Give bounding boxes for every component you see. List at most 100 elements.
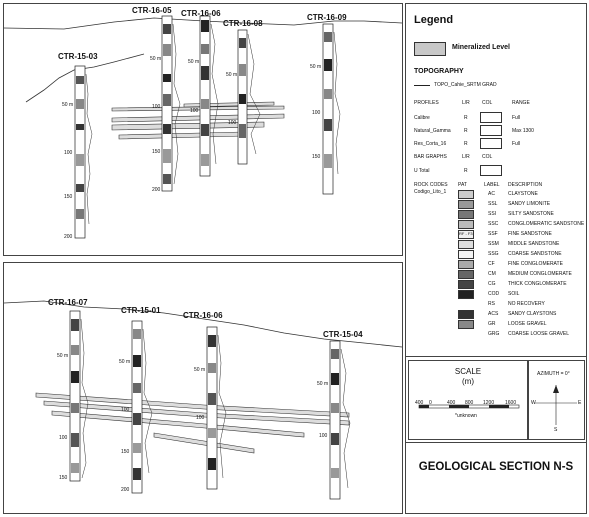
mineralized-swatch	[414, 42, 446, 56]
hole-label: CTR-16-08	[223, 19, 263, 28]
rock-code: SSL	[488, 201, 498, 207]
hole-label: CTR-16-09	[307, 13, 347, 22]
rock-code: SSC	[488, 221, 499, 227]
rock-pattern-swatch	[458, 190, 474, 199]
compass-icon	[535, 385, 577, 425]
rock-code: SSI	[488, 211, 497, 217]
rock-pattern-label: RF - F3	[459, 231, 473, 236]
azimuth-s: S	[554, 427, 558, 433]
bottom-cross-section: CTR-16-07 CTR-15-01 CTR-16-06 CTR-15-04 …	[3, 262, 403, 514]
profile-row-lr: R	[464, 128, 468, 134]
hole-label: CTR-15-03	[58, 52, 98, 61]
hole-ctr-16-06-b	[206, 326, 218, 490]
rock-pattern-swatch	[458, 270, 474, 279]
depth-label: 150	[121, 449, 130, 455]
rock-code: GRG	[488, 331, 500, 337]
depth-label: 100	[196, 415, 205, 421]
hole-ctr-15-04	[329, 340, 341, 500]
bar-graphs-heading: BAR GRAPHS	[414, 154, 447, 160]
rock-pattern-swatch	[458, 220, 474, 229]
bar-graph-row-lr: R	[464, 168, 468, 174]
rock-description: COARSE SANDSTONE	[508, 251, 562, 257]
legend-panel: Legend Mineralized Level TOPOGRAPHY TOPO…	[405, 3, 587, 514]
rock-code: CF	[488, 261, 495, 267]
rock-description: FINE CONGLOMERATE	[508, 261, 563, 267]
hole-ctr-16-05	[161, 15, 173, 192]
hole-ctr-16-06	[199, 15, 211, 177]
profile-row-name: Calibre	[414, 115, 430, 121]
scale-tick: 1200	[483, 400, 495, 406]
profiles-heading: PROFILES	[414, 100, 439, 106]
depth-label: 100	[59, 435, 68, 441]
depth-label: 200	[152, 187, 161, 193]
rock-description: THICK CONGLOMERATE	[508, 281, 567, 287]
rock-code: GR	[488, 321, 496, 327]
rock-description: SANDY LIMONITE	[508, 201, 551, 207]
scale-note: *unknown	[455, 413, 477, 419]
depth-label: 100	[64, 150, 73, 156]
rock-description: SANDY CLAYSTONS	[508, 311, 557, 317]
profiles-range-header: RANGE	[512, 100, 530, 106]
rock-pattern-swatch	[458, 280, 474, 289]
rock-codes-heading: ROCK CODES	[414, 182, 448, 188]
rock-description: SILTY SANDSTONE	[508, 211, 554, 217]
depth-label: 200	[64, 234, 73, 240]
bar-graphs-lr-header: L/R	[462, 154, 470, 160]
profile-color-box	[480, 112, 502, 123]
rock-description: NO RECOVERY	[508, 301, 545, 307]
depth-label: 50 m	[150, 56, 162, 62]
hole-ctr-16-08	[237, 29, 248, 165]
rock-pattern-swatch	[458, 330, 474, 339]
legend-title: Legend	[414, 14, 454, 26]
depth-label: 50 m	[310, 64, 322, 70]
rock-codes-label-header: LABEL	[484, 182, 500, 188]
scale-box: SCALE (m) 400 0 400 800 1200 1600 *unkno…	[408, 360, 528, 440]
scale-tick: 400	[415, 400, 424, 406]
profile-row-name: Natural_Gamma	[414, 128, 451, 134]
depth-label: 150	[312, 154, 321, 160]
rock-description: LOOSE GRAVEL	[508, 321, 547, 327]
rock-description: CLAYSTONE	[508, 191, 538, 197]
azimuth-w: W	[531, 400, 536, 406]
profile-row-range: Max 1300	[512, 128, 534, 134]
depth-label: 50 m	[188, 59, 200, 65]
depth-label: 150	[152, 149, 161, 155]
depth-label: 100	[190, 108, 199, 114]
rock-pattern-swatch	[458, 290, 474, 299]
rock-pattern-swatch	[458, 300, 474, 309]
topography-line	[4, 17, 402, 30]
divider	[406, 442, 586, 443]
rock-code: CG	[488, 281, 496, 287]
depth-label: 50 m	[119, 359, 131, 365]
topography-heading: TOPOGRAPHY	[414, 68, 464, 75]
rock-pattern-swatch	[458, 310, 474, 319]
topography-slope	[25, 53, 145, 103]
scale-tick: 400	[447, 400, 456, 406]
rock-pattern-swatch	[458, 240, 474, 249]
top-cross-section: CTR-15-03 CTR-16-05 CTR-16-06 CTR-16-08 …	[3, 3, 403, 256]
scale-tick: 800	[465, 400, 474, 406]
rock-pattern-swatch	[458, 230, 474, 239]
depth-label: 50 m	[194, 367, 206, 373]
rock-code: SSM	[488, 241, 499, 247]
rock-pattern-swatch	[458, 320, 474, 329]
depth-label: 50 m	[226, 72, 238, 78]
log-traces	[80, 318, 351, 489]
depth-label: 200	[121, 487, 130, 493]
hole-ctr-15-01	[131, 320, 143, 494]
hole-label: CTR-15-04	[323, 330, 363, 339]
hole-label: CTR-16-05	[132, 6, 172, 15]
divider	[406, 356, 586, 357]
depth-label: 50 m	[317, 381, 329, 387]
rock-description: MIDDLE SANDSTONE	[508, 241, 560, 247]
bar-graphs-col-header: COL	[482, 154, 493, 160]
depth-label: 150	[64, 194, 73, 200]
hole-label: CTR-16-07	[48, 298, 88, 307]
profiles-col-header: COL	[482, 100, 493, 106]
rock-description: SOIL	[508, 291, 520, 297]
hole-label: CTR-16-06	[183, 311, 223, 320]
depth-label: 150	[59, 475, 68, 481]
rock-code: AC	[488, 191, 495, 197]
rock-code: SSG	[488, 251, 499, 257]
topography-entry: TOPO_Cahie_SRTM GRAD	[434, 82, 497, 88]
